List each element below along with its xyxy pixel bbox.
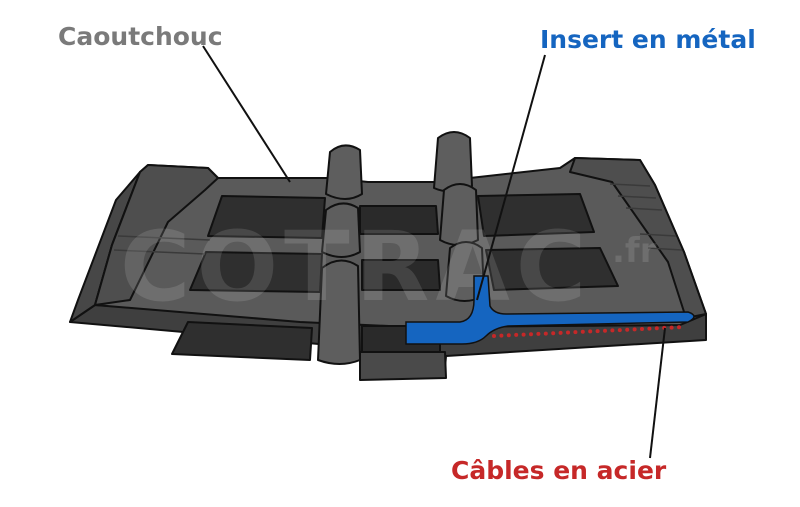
center-bottom-tab — [359, 351, 447, 381]
steel-cable-dot — [677, 325, 681, 330]
guide-lug-left-1 — [325, 144, 363, 200]
watermark-suffix: .fr — [612, 231, 657, 271]
steel-cable-dot — [543, 331, 548, 336]
guide-lug-left-3 — [317, 259, 361, 365]
steel-cable-dot — [669, 325, 674, 330]
pocket-left-3 — [171, 321, 313, 361]
steel-cable-dot — [506, 333, 511, 338]
guide-lug-left-2 — [321, 202, 361, 258]
steel-cable-dot — [647, 326, 652, 331]
pocket-center-1 — [359, 205, 439, 235]
steel-cable-dot — [610, 328, 615, 333]
steel-cable-dot — [529, 332, 533, 337]
leader-lines — [202, 45, 666, 459]
pocket-left-1 — [207, 195, 326, 239]
steel-cable-dot — [521, 332, 526, 337]
label-rubber: Caoutchouc — [58, 22, 223, 51]
steel-cable-dot — [603, 328, 607, 333]
steel-cable-dot — [566, 330, 570, 335]
pocket-right-2 — [485, 247, 619, 291]
watermark: COTRAC — [120, 211, 592, 323]
steel-cable-dot — [536, 331, 541, 336]
steel-cable-dot — [588, 329, 593, 334]
steel-cable-dot — [499, 333, 504, 338]
leader-line-cables — [649, 327, 666, 459]
steel-cable-dot — [625, 327, 630, 332]
steel-cable-dot — [514, 332, 519, 337]
steel-cable-dot — [492, 334, 496, 338]
track-right-plate — [569, 157, 707, 319]
steel-cable-dot — [640, 327, 644, 331]
label-steel-cables: Câbles en acier — [451, 456, 667, 485]
pocket-right-1 — [477, 193, 595, 237]
steel-cable-dot — [654, 326, 659, 331]
guide-lug-right-2 — [439, 183, 479, 246]
leader-line-insert — [476, 54, 546, 301]
steel-cables — [492, 325, 681, 338]
steel-cable-dot — [573, 330, 578, 335]
leader-line-rubber — [202, 45, 291, 183]
guide-lug-right-1 — [433, 131, 473, 193]
steel-cable-dot — [617, 328, 622, 333]
steel-cable-dot — [580, 329, 585, 334]
steel-cable-dot — [551, 331, 556, 336]
steel-cable-dot — [558, 330, 563, 335]
rubber-track-pad — [69, 131, 707, 381]
label-metal-insert: Insert en métal — [540, 25, 756, 54]
pocket-center-2 — [361, 259, 441, 291]
surface-ridges — [113, 183, 683, 255]
steel-cable-dot — [632, 327, 637, 332]
steel-cable-dot — [595, 329, 600, 334]
track-left-plate — [94, 164, 219, 306]
